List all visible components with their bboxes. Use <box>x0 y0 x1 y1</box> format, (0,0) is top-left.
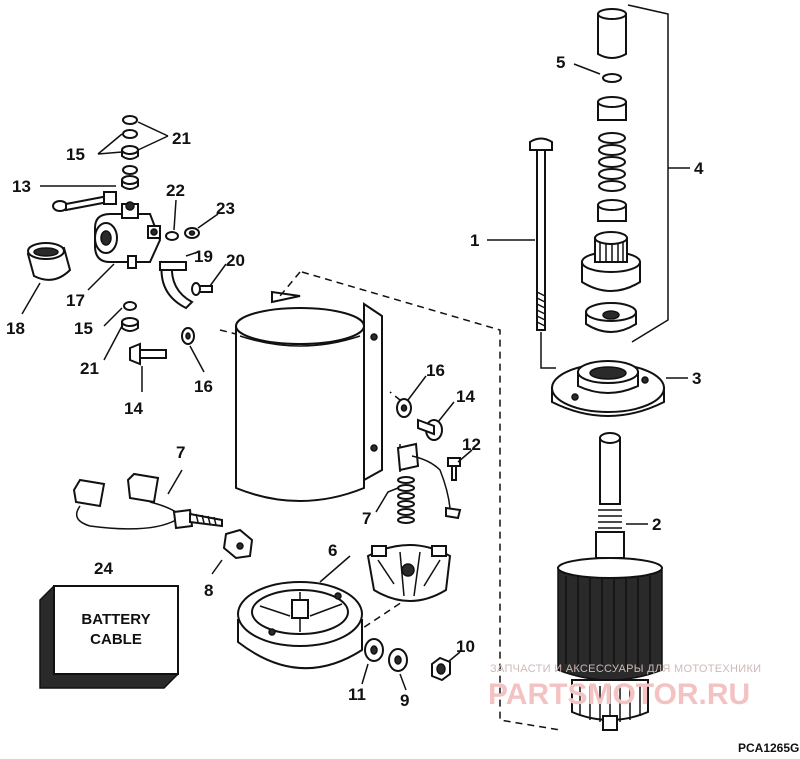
label-24: 24 <box>94 559 113 578</box>
solenoid-bracket-part-19 <box>159 260 194 310</box>
label-10: 10 <box>456 637 475 656</box>
watermark-site: PARTSMOTOR.RU <box>488 678 750 711</box>
label-16-left: 16 <box>194 377 213 396</box>
label-4: 4 <box>694 159 704 178</box>
label-1: 1 <box>470 231 479 250</box>
watermark: ЗАПЧАСТИ И АКСЕССУАРЫ ДЛЯ МОТОТЕХНИКИ PA… <box>488 663 761 711</box>
bracket-screw-part-20 <box>191 282 213 296</box>
label-15-top: 15 <box>66 145 85 164</box>
mounting-bolt-part-14-left <box>129 342 167 366</box>
battery-cable-box: BATTERY CABLE <box>39 585 179 689</box>
washer-part-23 <box>184 227 200 239</box>
label-8: 8 <box>204 581 213 600</box>
mounting-screw-part-14-right <box>417 418 443 441</box>
label-21-top: 21 <box>172 129 191 148</box>
label-12: 12 <box>462 435 481 454</box>
part-number-labels: 1 2 3 4 5 6 7 7 8 9 10 11 12 13 14 14 15… <box>6 53 704 710</box>
label-23: 23 <box>216 199 235 218</box>
label-5: 5 <box>556 53 565 72</box>
screw-part-12 <box>447 457 461 481</box>
solenoid-boot-part-18 <box>26 242 72 281</box>
label-16-right: 16 <box>426 361 445 380</box>
label-7-middle: 7 <box>362 509 371 528</box>
thrust-collar-part <box>597 96 627 121</box>
drive-spring-part <box>598 132 626 192</box>
group-4-bracket <box>627 4 690 343</box>
label-21-lower: 21 <box>80 359 99 378</box>
wire-bolt-part-13 <box>52 191 117 212</box>
drive-cap-part <box>597 8 627 59</box>
washer-part-11 <box>364 638 384 662</box>
spring-collar-part <box>597 199 627 222</box>
label-19: 19 <box>194 247 213 266</box>
label-18: 18 <box>6 319 25 338</box>
nuts-washers-lower <box>121 301 139 332</box>
through-bolt-part-1 <box>529 137 553 331</box>
label-3: 3 <box>692 369 701 388</box>
label-14-left: 14 <box>124 399 143 418</box>
hex-nut-part-10 <box>431 656 451 682</box>
brush-holder-part-6 <box>366 544 452 602</box>
washer-part-9 <box>388 648 408 672</box>
nuts-washers-top <box>121 115 139 190</box>
label-6: 6 <box>328 541 337 560</box>
nut-part-22 <box>165 231 179 241</box>
label-22: 22 <box>166 181 185 200</box>
armature-part-2 <box>557 432 663 731</box>
retaining-ring-part-5 <box>602 73 622 83</box>
label-9: 9 <box>400 691 409 710</box>
label-20: 20 <box>226 251 245 270</box>
solenoid-assembly-part-17 <box>94 201 162 269</box>
brushes-part-7-left <box>72 472 223 530</box>
watermark-tagline: ЗАПЧАСТИ И АКСЕССУАРЫ ДЛЯ МОТОТЕХНИКИ <box>490 663 761 675</box>
brush-spring-part-7-middle <box>396 442 462 524</box>
drive-pinion-gear-part <box>581 231 641 292</box>
label-15-lower: 15 <box>74 319 93 338</box>
brush-clip-part-8 <box>222 528 254 560</box>
label-11: 11 <box>348 685 366 704</box>
label-14-right: 14 <box>456 387 475 406</box>
washer-part-16-right <box>396 398 412 418</box>
battery-cable-line2: CABLE <box>90 631 142 648</box>
commutator-end-cap <box>237 581 363 670</box>
label-17: 17 <box>66 291 85 310</box>
figure-code: PCA1265G <box>738 741 799 755</box>
battery-cable-line1: BATTERY <box>81 611 150 628</box>
field-frame-housing <box>235 290 383 502</box>
label-13: 13 <box>12 177 31 196</box>
washer-part-16-left <box>181 327 195 345</box>
label-7-left: 7 <box>176 443 185 462</box>
label-2: 2 <box>652 515 661 534</box>
end-cap-part-3 <box>551 360 665 417</box>
drive-nut-part <box>585 302 637 333</box>
